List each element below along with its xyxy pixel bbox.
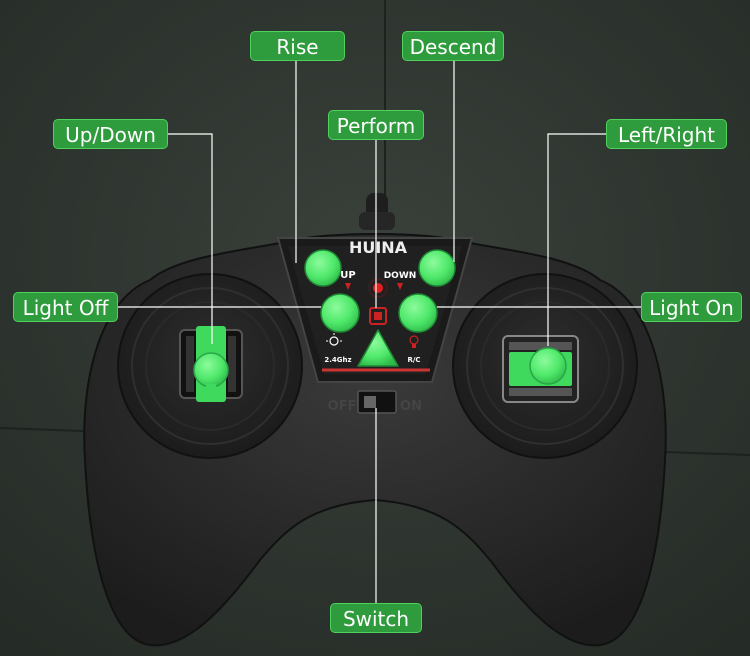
rise-button [304,249,342,287]
perform-icon [369,307,387,325]
leader-lines [118,61,641,603]
brand-logo: HUINA [349,238,408,257]
label-up-down: Up/Down [53,119,168,149]
down-text: DOWN [384,271,417,281]
up-text: UP [340,270,355,281]
label-light-off: Light Off [13,292,118,322]
label-switch: Switch [330,603,422,633]
down-arrow-icon [397,283,403,290]
power-led [373,283,383,293]
label-left-right: Left/Right [606,119,727,149]
descend-button [418,249,456,287]
antenna [359,193,395,230]
rc-text: R/C [407,356,420,364]
label-descend: Descend [402,31,504,61]
light-bulb-icon [326,333,342,346]
light-bulb-icon-red [409,335,419,348]
label-light-on: Light On [641,292,742,322]
frequency-text: 2.4Ghz [324,356,351,364]
on-text: ON [400,399,422,414]
off-text: OFF [328,399,357,414]
right-joystick [502,335,579,403]
label-rise: Rise [250,31,345,61]
light-on-button [398,293,438,333]
light-off-button [320,293,360,333]
left-joystick [179,326,243,402]
switch-mode-triangle-button [357,329,399,367]
power-switch [357,390,397,414]
up-arrow-icon [345,283,351,290]
label-perform: Perform [328,110,424,140]
